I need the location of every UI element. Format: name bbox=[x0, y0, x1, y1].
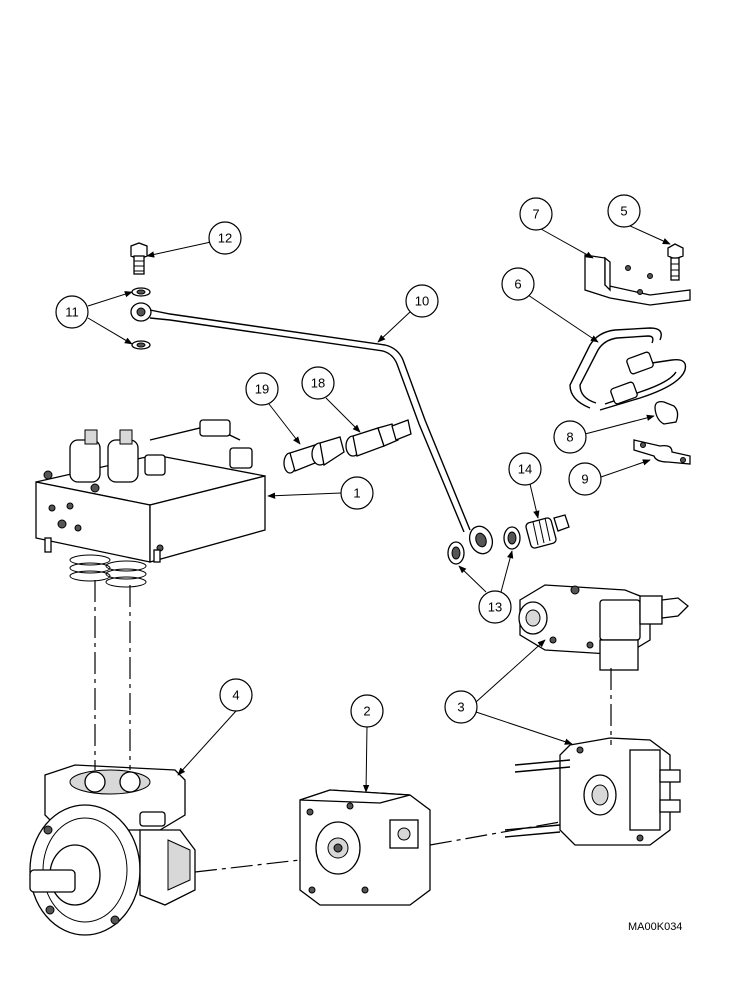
leader-lines bbox=[87, 224, 671, 793]
callout-11: 11 bbox=[55, 295, 89, 329]
callout-14-label: 14 bbox=[518, 462, 532, 477]
solenoid-valve-cartridge-part bbox=[345, 419, 412, 457]
callout-9-label: 9 bbox=[581, 472, 588, 487]
callout-14: 14 bbox=[508, 452, 542, 486]
main-pump-part bbox=[29, 764, 196, 936]
callout-13-label: 13 bbox=[488, 600, 502, 615]
callout-12-label: 12 bbox=[218, 231, 232, 246]
callout-5-label: 5 bbox=[620, 204, 627, 219]
control-valve-block-part bbox=[35, 419, 266, 588]
callout-19: 19 bbox=[245, 372, 279, 406]
callout-12: 12 bbox=[208, 221, 242, 255]
callout-6-label: 6 bbox=[514, 277, 521, 292]
callout-8: 8 bbox=[553, 420, 587, 454]
callout-7-label: 7 bbox=[532, 207, 539, 222]
tube-clamp-part bbox=[654, 400, 679, 425]
callout-5: 5 bbox=[607, 194, 641, 228]
callout-3: 3 bbox=[444, 690, 478, 724]
copper-washer-part bbox=[447, 526, 521, 565]
callout-8-label: 8 bbox=[566, 430, 573, 445]
callout-4-label: 4 bbox=[232, 688, 239, 703]
hollow-bolt-part bbox=[525, 514, 570, 549]
callout-1-label: 1 bbox=[353, 486, 360, 501]
callout-7: 7 bbox=[519, 197, 553, 231]
callout-18-label: 18 bbox=[311, 376, 325, 391]
callout-2: 2 bbox=[350, 694, 384, 728]
relief-valve-upper-part bbox=[518, 584, 689, 671]
banjo-bolt-part bbox=[130, 242, 148, 275]
figure-code: MA00K034 bbox=[628, 921, 682, 933]
callout-6: 6 bbox=[501, 267, 535, 301]
hydraulic-pipe-part bbox=[130, 302, 494, 555]
mounting-bracket-part bbox=[584, 254, 691, 306]
clamp-strap-part bbox=[633, 439, 691, 465]
callout-2-label: 2 bbox=[363, 704, 370, 719]
callout-9: 9 bbox=[568, 462, 602, 496]
callout-1: 1 bbox=[340, 476, 374, 510]
check-valve-fitting-part bbox=[283, 436, 345, 474]
callout-3-label: 3 bbox=[457, 700, 464, 715]
callout-10-label: 10 bbox=[415, 294, 429, 309]
gear-pump-part bbox=[299, 789, 431, 906]
relief-valve-lower-part bbox=[504, 737, 681, 846]
callout-19-label: 19 bbox=[255, 382, 269, 397]
callout-4: 4 bbox=[219, 678, 253, 712]
alignment-centerlines bbox=[94, 580, 612, 873]
callout-10: 10 bbox=[405, 284, 439, 318]
callout-11-label: 11 bbox=[65, 305, 79, 320]
hydraulic-tube-assembly-part bbox=[569, 327, 687, 411]
callout-18: 18 bbox=[301, 366, 335, 400]
callout-13: 13 bbox=[478, 590, 512, 624]
sealing-washer-part bbox=[131, 287, 151, 350]
cap-screw-part bbox=[667, 243, 684, 281]
